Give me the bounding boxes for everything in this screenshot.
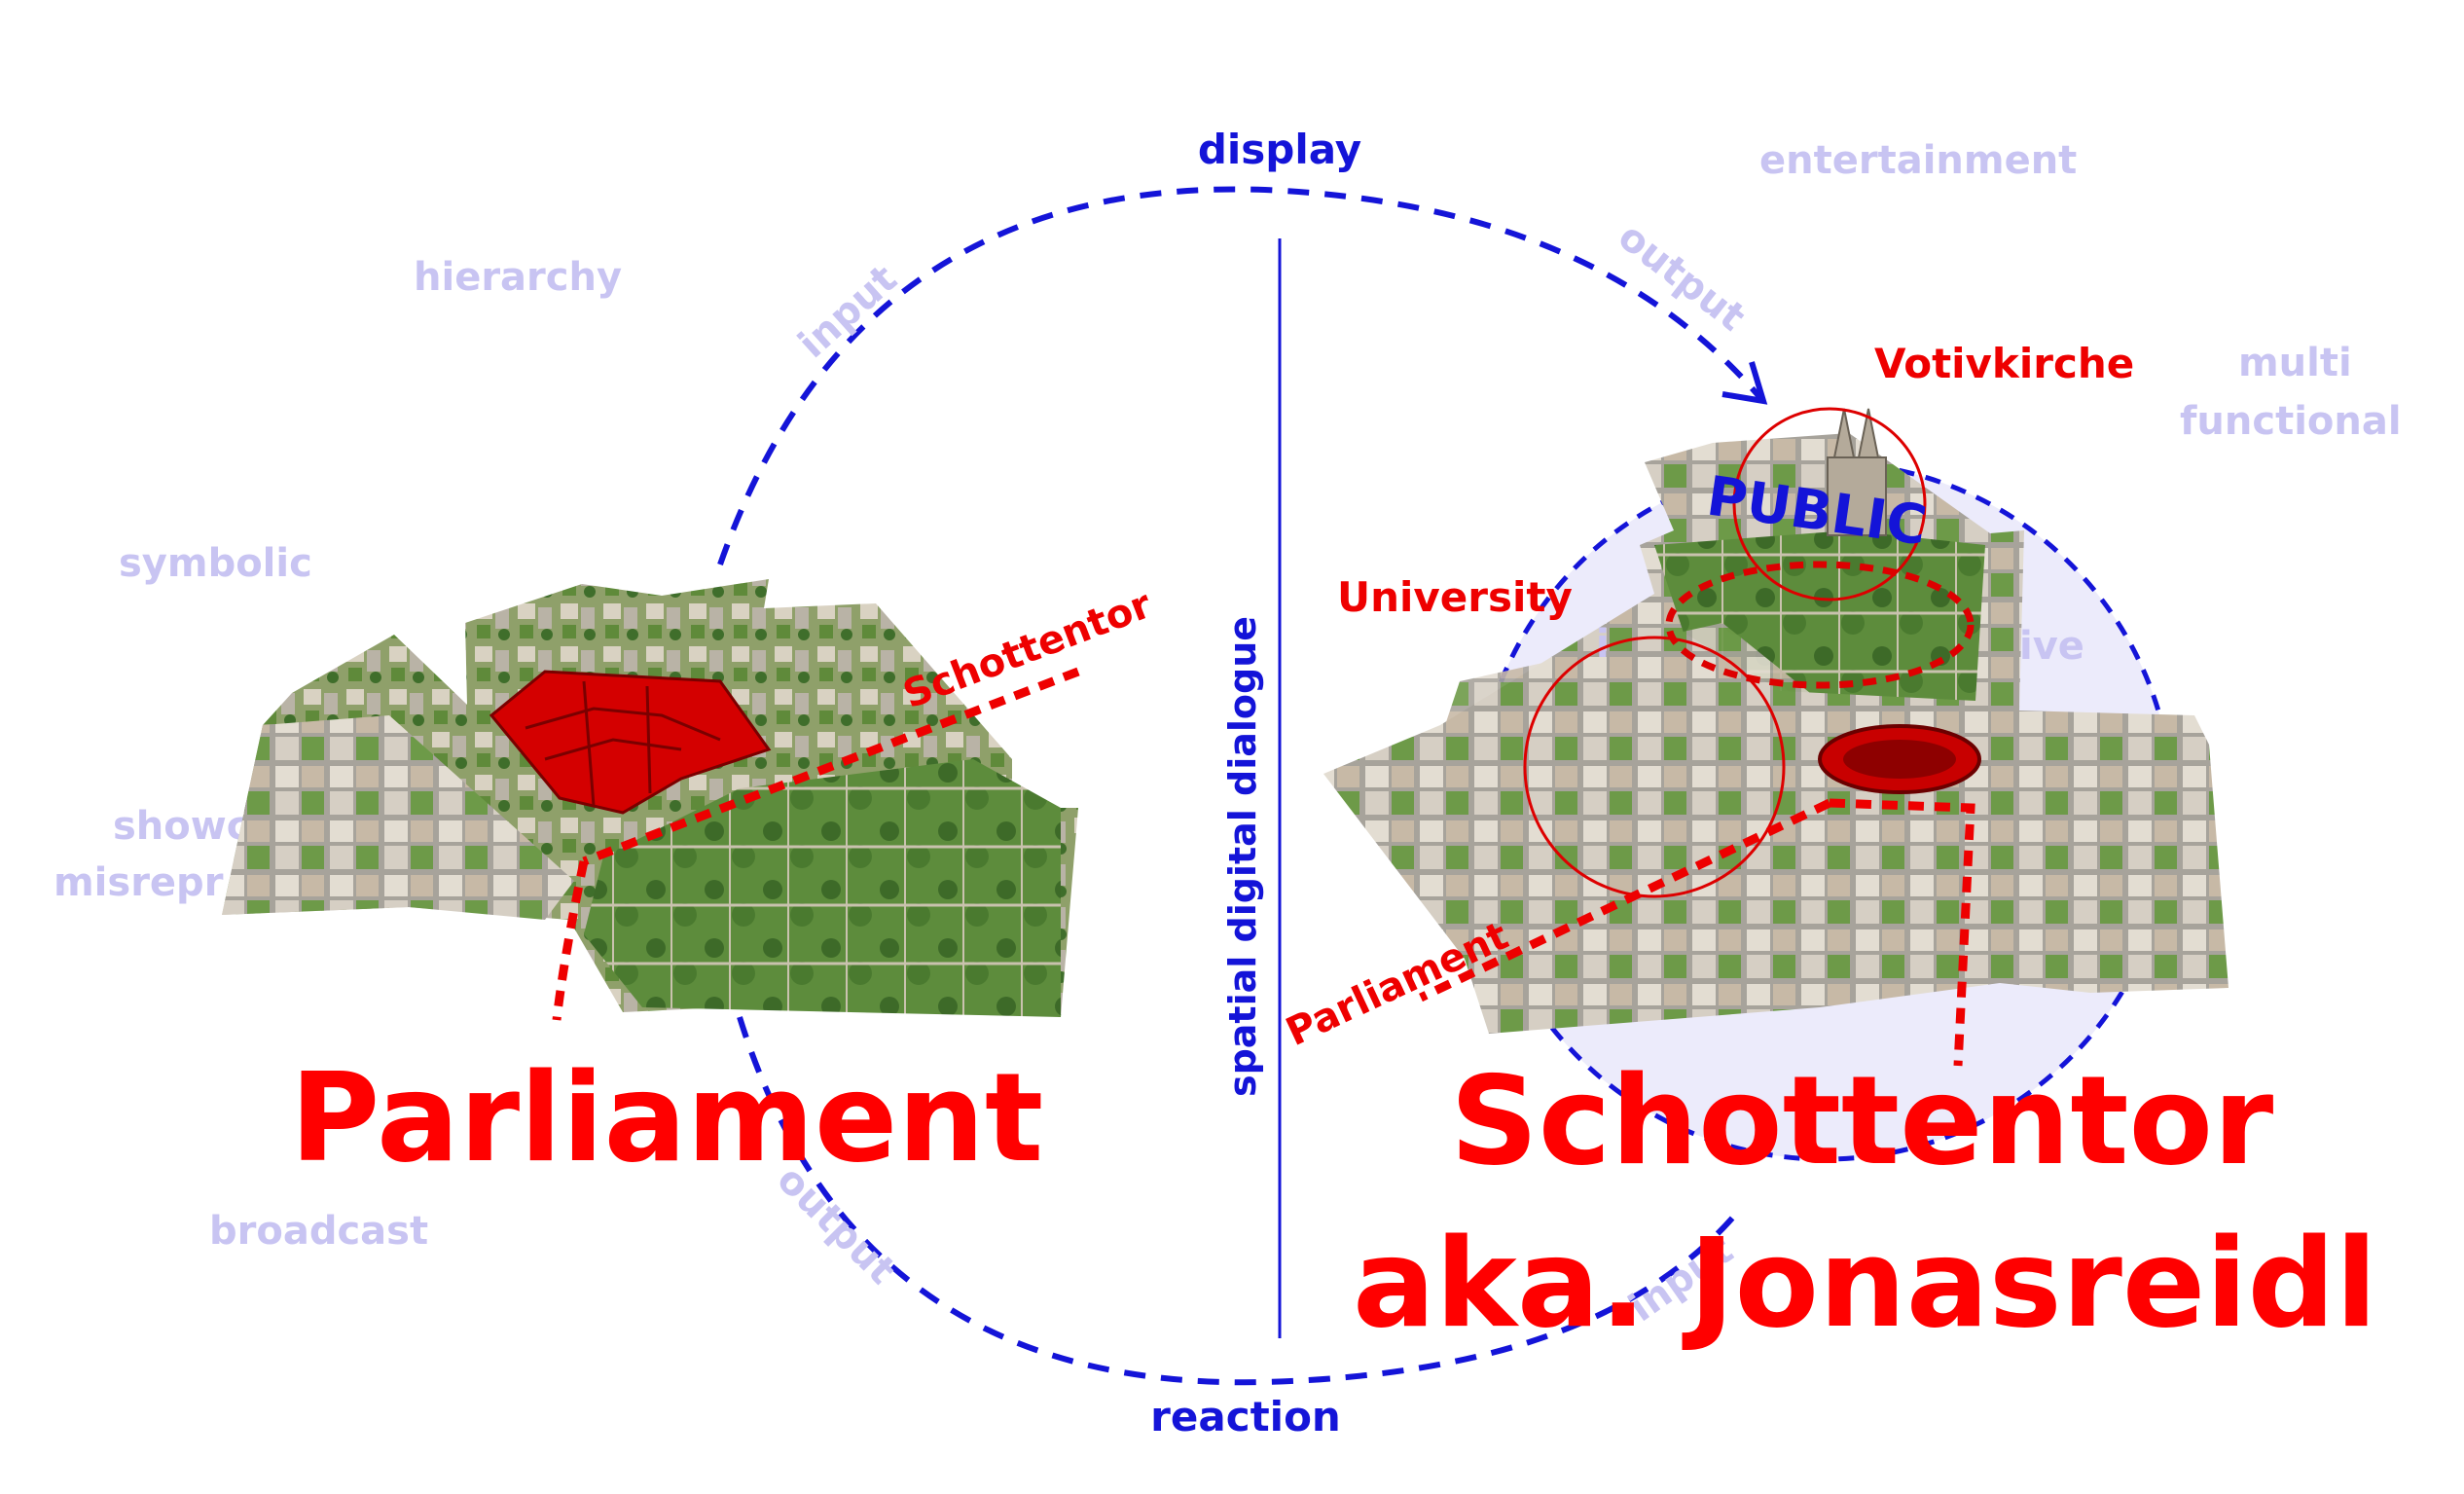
cycle-label-input-upper: input — [790, 257, 906, 367]
title-parliament: Parliament — [290, 1046, 1043, 1189]
concept-hierarchy: hierarchy — [414, 255, 622, 300]
votivkirche-building — [1827, 408, 1887, 536]
aerial-map-schottentor — [1323, 408, 2228, 1034]
concept-multi: multi — [2238, 341, 2352, 385]
university-ring — [1523, 636, 1786, 898]
concept-interactive-prefix: i — [1596, 622, 1610, 667]
left-route — [552, 667, 1080, 1021]
left-route-label: Schottentor — [897, 582, 1158, 717]
concept-entertainment: entertainment — [1759, 138, 2077, 183]
concept-symbolic: symbolic — [119, 541, 312, 586]
votivpark-dotted-ring — [1665, 561, 1975, 689]
right-route — [1419, 798, 1975, 1067]
concept-broadcast: broadcast — [209, 1209, 428, 1254]
axis-label: spatial digital dialogue — [1221, 616, 1264, 1097]
cycle-label-reaction: reaction — [1150, 1393, 1341, 1440]
left-concepts: hierarchy symbolic showc misrepr broadca… — [54, 255, 622, 1254]
cycle-label-display: display — [1198, 126, 1361, 173]
dialogue-cycle — [717, 186, 1764, 1386]
cycle-arrowhead — [1721, 361, 1768, 405]
landmark-university: University — [1337, 573, 1573, 621]
concept-functional: functional — [2180, 399, 2402, 444]
title-aka: aka. Jonasreidl — [1353, 1212, 2377, 1355]
votivkirche-ring — [1732, 407, 1927, 601]
right-concepts: entertainment multi functional — [1759, 138, 2402, 444]
aerial-map-parliament — [222, 579, 1078, 1017]
concept-interactive-suffix: ive — [2019, 624, 2084, 669]
concept-misrepresentation: misrepr — [54, 860, 224, 905]
concept-showcase: showc — [113, 804, 249, 849]
landmark-votivkirche: Votivkirche — [1874, 340, 2134, 387]
title-schottentor: Schottentor — [1450, 1049, 2273, 1192]
